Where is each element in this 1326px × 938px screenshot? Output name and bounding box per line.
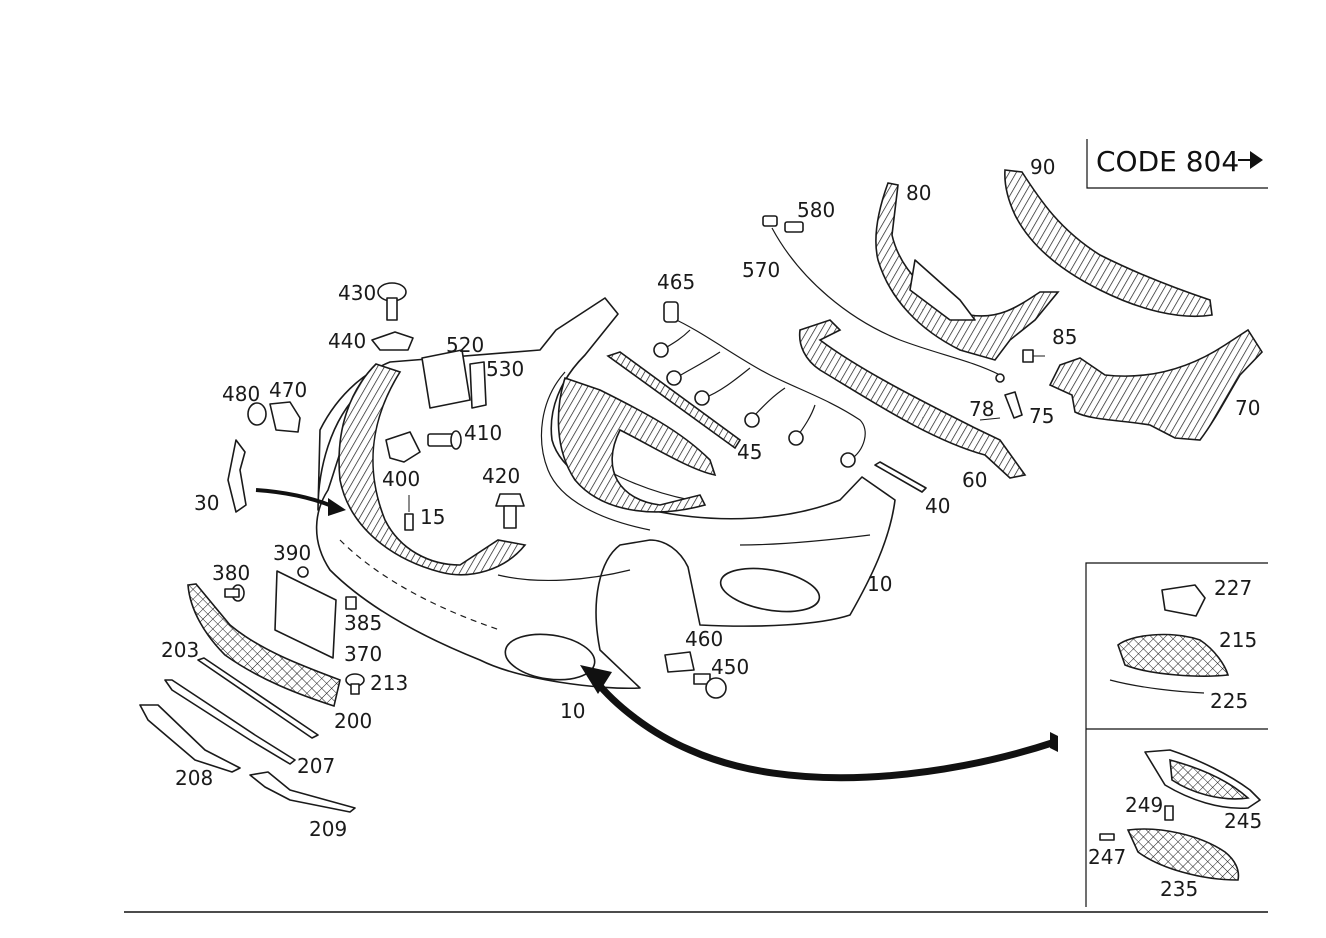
label-80: 80	[906, 181, 931, 205]
upper-trim-frame	[338, 363, 527, 576]
pin-15	[404, 495, 414, 531]
label-209: 209	[309, 817, 347, 841]
label-480: 480	[222, 382, 260, 406]
clip-249	[1164, 805, 1174, 821]
code-804-label: CODE 804	[1096, 145, 1239, 178]
bracket-400	[385, 431, 421, 463]
screw-430	[377, 282, 407, 321]
cover-30	[227, 439, 247, 513]
detail-arrow	[592, 677, 1057, 782]
label-60: 60	[962, 468, 987, 492]
label-247: 247	[1088, 845, 1126, 869]
label-207: 207	[297, 754, 335, 778]
label-370: 370	[344, 642, 382, 666]
label-235: 235	[1160, 877, 1198, 901]
fog-grille-215	[1109, 584, 1230, 694]
arrow-right-icon	[1250, 151, 1263, 169]
detail-arrowhead-icon	[580, 665, 612, 694]
arrow-30	[255, 488, 333, 508]
label-380: 380	[212, 561, 250, 585]
label-200: 200	[334, 709, 372, 733]
detail-arrow-tail	[1050, 732, 1058, 752]
label-520: 520	[446, 333, 484, 357]
label-470: 470	[269, 378, 307, 402]
label-570: 570	[742, 258, 780, 282]
label-75: 75	[1029, 404, 1054, 428]
trim-strip-207	[164, 679, 296, 765]
label-385: 385	[344, 611, 382, 635]
sensor-470-480	[247, 401, 301, 433]
label-208: 208	[175, 766, 213, 790]
clip-580	[762, 215, 804, 233]
label-70: 70	[1235, 396, 1260, 420]
label-249: 249	[1125, 793, 1163, 817]
label-430: 430	[338, 281, 376, 305]
control-unit-520	[421, 349, 487, 409]
label-215: 215	[1219, 628, 1257, 652]
label-450: 450	[711, 655, 749, 679]
bolt-85	[1022, 349, 1045, 363]
label-78: 78	[969, 397, 994, 421]
label-10-lower: 10	[560, 699, 585, 723]
label-410: 410	[464, 421, 502, 445]
label-85: 85	[1052, 325, 1077, 349]
label-45: 45	[737, 440, 762, 464]
label-390: 390	[273, 541, 311, 565]
label-580: 580	[797, 198, 835, 222]
lower-grille-203	[187, 583, 341, 708]
label-460: 460	[685, 627, 723, 651]
bolt-450	[693, 673, 727, 699]
fog-frame-245	[1144, 749, 1261, 810]
label-227: 227	[1214, 576, 1252, 600]
label-530: 530	[486, 357, 524, 381]
screw-380	[224, 584, 245, 602]
detail-panel-frames	[1085, 562, 1268, 907]
label-30: 30	[194, 491, 219, 515]
support-frame-80	[875, 182, 1060, 361]
label-465: 465	[657, 270, 695, 294]
label-400: 400	[382, 467, 420, 491]
arrowhead-30-icon	[328, 498, 346, 516]
grille-trim-45	[557, 351, 742, 513]
label-203: 203	[161, 638, 199, 662]
clips-75-78	[979, 373, 1023, 421]
cable-570	[771, 227, 1001, 376]
carrier-70	[1048, 328, 1264, 441]
absorber-90	[1004, 169, 1213, 318]
label-15: 15	[420, 505, 445, 529]
label-10-upper: 10	[867, 572, 892, 596]
trim-strip-200	[197, 657, 319, 739]
label-440: 440	[328, 329, 366, 353]
label-245: 245	[1224, 809, 1262, 833]
nut-460	[664, 651, 695, 673]
label-420: 420	[482, 464, 520, 488]
support-bracket-60	[798, 319, 1027, 479]
part-labels: 90 80 580 570 465 85 78 75 70 430 440 52…	[161, 155, 1262, 901]
clip-213	[345, 673, 365, 695]
strip-40	[874, 461, 927, 493]
bolt-410	[427, 430, 462, 450]
label-213: 213	[370, 671, 408, 695]
label-90: 90	[1030, 155, 1055, 179]
label-225: 225	[1210, 689, 1248, 713]
license-plate-370	[274, 566, 357, 659]
code-804-box: CODE 804	[1086, 139, 1268, 189]
screw-247	[1099, 833, 1115, 841]
trim-strip-208	[139, 704, 241, 773]
trim-strip-209	[249, 771, 356, 813]
label-40: 40	[925, 494, 950, 518]
clip-440	[371, 331, 414, 351]
wire-harness-465	[653, 301, 866, 468]
bolt-420	[495, 493, 525, 529]
fog-mesh-235	[1126, 828, 1240, 881]
